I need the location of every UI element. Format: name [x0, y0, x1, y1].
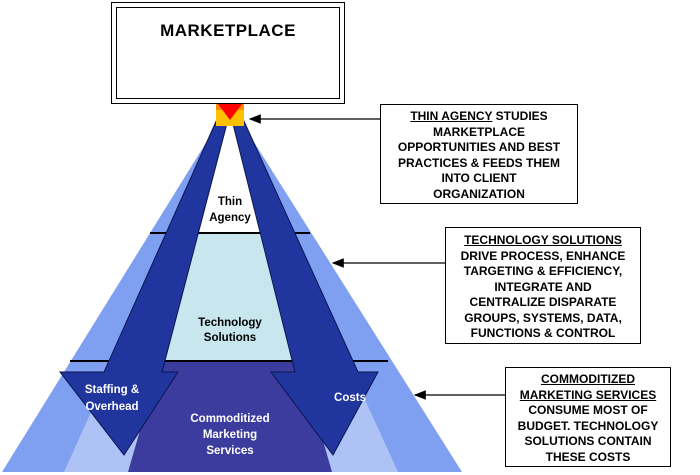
marketplace-box: MARKETPLACE — [111, 2, 345, 104]
callout-thin-agency-line: ORGANIZATION — [433, 186, 525, 201]
label-commoditized-3: Services — [206, 445, 253, 457]
label-staffing-2: Overhead — [85, 401, 138, 413]
label-costs: Costs — [334, 392, 366, 404]
callout-commoditized-line: CONSUME MOST OF — [528, 403, 648, 417]
callout-thin-agency-line: MARKETPLACE — [433, 124, 525, 139]
label-staffing-1: Staffing & — [85, 384, 139, 396]
callout-technology-solutions: TECHNOLOGY SOLUTIONS DRIVE PROCESS, ENHA… — [445, 227, 641, 344]
layer-technology-solutions — [160, 233, 300, 361]
callout-technology-line: FUNCTIONS & CONTROL — [470, 326, 616, 340]
label-thin-agency-2: Agency — [209, 212, 251, 224]
callout-thin-agency-first-line: THIN AGENCY STUDIES — [381, 109, 577, 125]
callout-commoditized-heading: COMMODITIZED — [541, 372, 635, 386]
callout-thin-agency-line: OPPORTUNITIES AND BEST — [397, 140, 561, 154]
callout-thin-agency-first-rest: STUDIES — [492, 109, 548, 123]
callout-thin-agency-line: PRACTICES & FEEDS THEM — [397, 155, 560, 170]
label-thin-agency-1: Thin — [218, 196, 242, 208]
layer-commoditized-services — [128, 361, 332, 472]
label-commoditized-2: Marketing — [203, 429, 257, 441]
callout-commoditized-heading-2: MARKETING SERVICES — [519, 387, 657, 402]
callout-technology-line: CENTRALIZE DISPARATE — [469, 295, 617, 309]
costs-arrow — [228, 107, 379, 456]
callout-commoditized-line: BUDGET. TECHNOLOGY — [517, 418, 659, 433]
staffing-overhead-arrow — [58, 107, 232, 456]
callout-thin-agency: THIN AGENCY STUDIES MARKETPLACE OPPORTUN… — [380, 104, 578, 204]
label-commoditized-1: Commoditized — [190, 413, 269, 425]
callout-thin-agency-line: INTO CLIENT — [441, 171, 517, 185]
callout-technology-line: TARGETING & EFFICIENCY, — [463, 264, 623, 278]
callout-commoditized-line: SOLUTIONS CONTAIN — [524, 434, 652, 448]
callout-technology-line: GROUPS, SYSTEMS, DATA, — [464, 310, 622, 325]
label-technology-2: Solutions — [204, 332, 256, 344]
callout-thin-agency-heading: THIN AGENCY — [410, 109, 493, 123]
callout-technology-line: DRIVE PROCESS, ENHANCE — [460, 248, 626, 263]
callout-commoditized-line: THESE COSTS — [545, 449, 631, 464]
callout-commoditized-services: COMMODITIZED MARKETING SERVICES CONSUME … — [505, 367, 671, 467]
marketplace-box-inner — [116, 7, 340, 99]
callout-technology-line: INTEGRATE AND — [494, 279, 592, 294]
marketplace-title: MARKETPLACE — [160, 21, 296, 40]
label-technology-1: Technology — [198, 317, 262, 329]
callout-technology-heading: TECHNOLOGY SOLUTIONS — [464, 233, 622, 247]
layer-thin-agency — [194, 104, 266, 233]
